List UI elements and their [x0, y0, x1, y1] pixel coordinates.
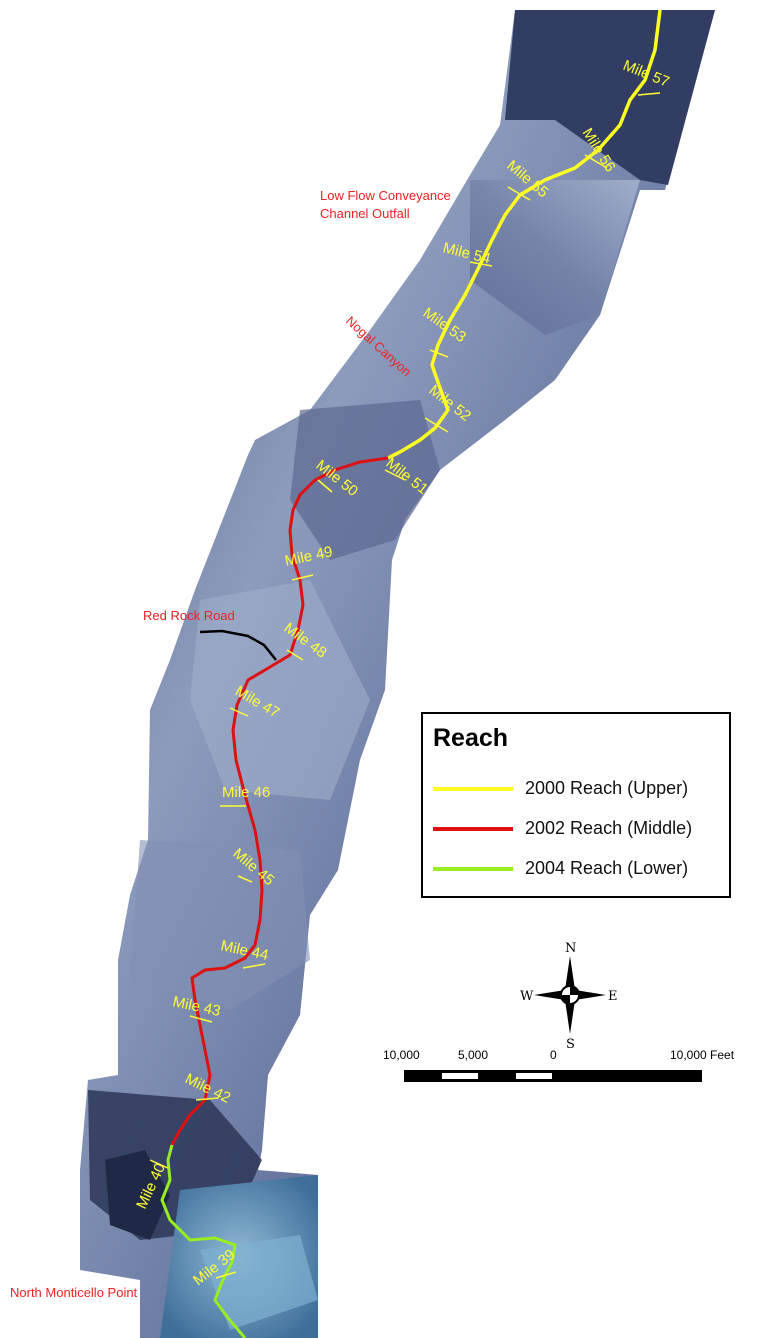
scale-label-0: 0	[550, 1048, 557, 1062]
legend-title: Reach	[433, 724, 509, 752]
compass-n-label: N	[565, 941, 576, 956]
north-arrow-compass: N S W E	[520, 941, 618, 1048]
scale-label-10000-feet: 10,000 Feet	[670, 1048, 735, 1062]
mile-label-46: Mile 46	[222, 784, 270, 801]
river-middle-reach	[170, 456, 389, 1146]
legend-swatch-lower	[433, 867, 513, 871]
river-lower-reach	[160, 1144, 247, 1338]
compass-s-label: S	[566, 1037, 575, 1048]
river-upper-reach	[387, 9, 662, 460]
legend-label-upper: 2000 Reach (Upper)	[525, 778, 689, 798]
legend-item-lower: 2004 Reach (Lower)	[433, 854, 723, 884]
legend-item-upper: 2000 Reach (Upper)	[433, 774, 723, 804]
north-monticello-point-label: North Monticello Point	[10, 1285, 138, 1300]
legend-swatch-upper	[433, 787, 513, 791]
legend-item-middle: 2002 Reach (Middle)	[433, 814, 723, 844]
legend-swatch-middle	[433, 827, 513, 831]
red-rock-road-label: Red Rock Road	[143, 608, 235, 623]
legend: Reach 2000 Reach (Upper) 2002 Reach (Mid…	[421, 712, 731, 898]
scale-label-10000-left: 10,000	[383, 1048, 420, 1062]
red-rock-road	[199, 629, 277, 661]
compass-e-label: E	[608, 989, 618, 1004]
low-flow-conveyance-label-line2: Channel Outfall	[320, 206, 410, 221]
scale-label-5000: 5,000	[458, 1048, 488, 1062]
scale-bar: 10,000 5,000 0 10,000 Feet	[383, 1048, 735, 1082]
aerial-imagery-strip	[80, 10, 715, 1338]
compass-w-label: W	[520, 989, 534, 1004]
low-flow-conveyance-label-line1: Low Flow Conveyance	[320, 188, 451, 203]
mile-ticks	[149, 92, 661, 1279]
legend-label-lower: 2004 Reach (Lower)	[525, 858, 689, 878]
legend-label-middle: 2002 Reach (Middle)	[525, 818, 693, 838]
